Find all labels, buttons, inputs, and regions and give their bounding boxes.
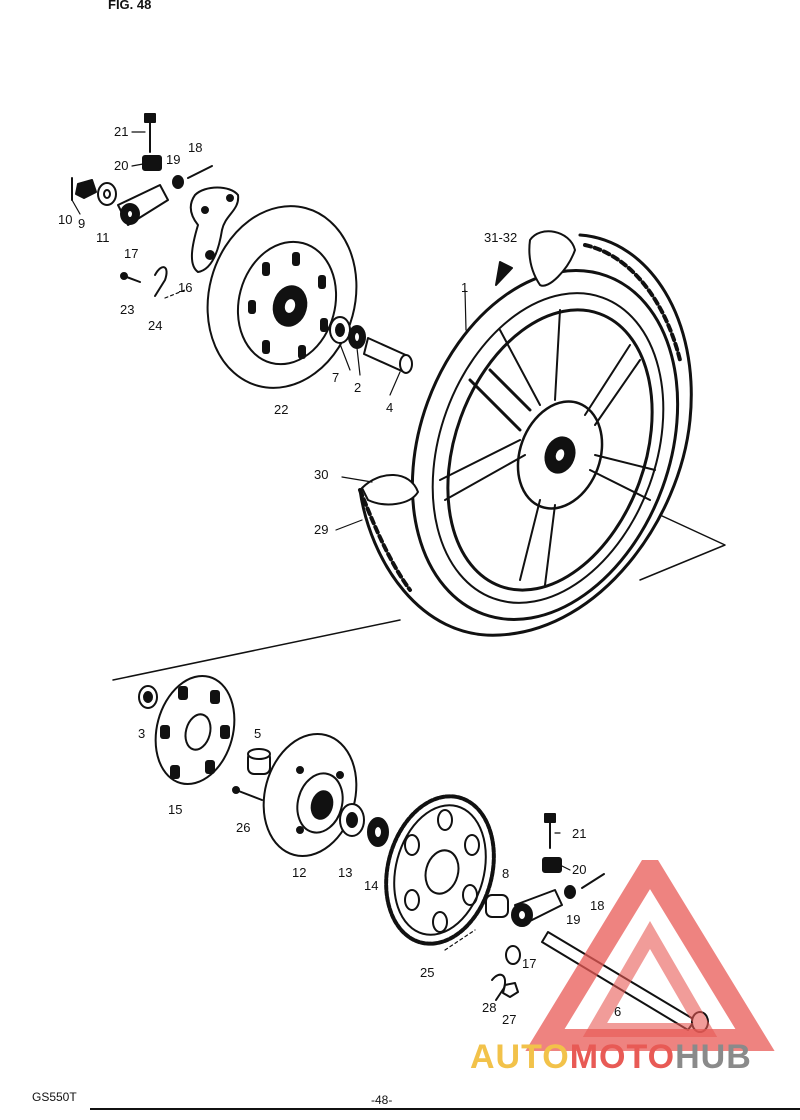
- brake-disc-22: [206, 205, 358, 389]
- nut-20-lower: [542, 857, 562, 873]
- callout-10: 10: [58, 212, 73, 227]
- page-number: -48-: [371, 1093, 393, 1107]
- washer-19-upper: [172, 175, 184, 189]
- callout-8: 8: [502, 866, 510, 881]
- callout-28: 28: [482, 1000, 497, 1015]
- callout-26: 26: [236, 820, 251, 835]
- bolt-21-lower: [544, 813, 556, 849]
- callout-18-lower: 18: [590, 898, 605, 913]
- bolt-26: [232, 786, 263, 801]
- wordmark-part-auto: AUTO: [470, 1038, 570, 1076]
- automotohub-wordmark: AUTOMOTOHUB: [470, 1038, 752, 1077]
- figure-label: FIG. 48: [108, 0, 152, 12]
- callout-6: 6: [614, 1004, 622, 1019]
- leader-lines: [71, 131, 571, 871]
- washer-11: [97, 182, 117, 206]
- wordmark-part-hub: HUB: [675, 1038, 752, 1076]
- callout-24: 24: [148, 318, 163, 333]
- callout-17-lower: 17: [522, 956, 537, 971]
- model-code: GS550T: [32, 1090, 77, 1104]
- callout-3: 3: [138, 726, 146, 741]
- cush-rubber-damper-15: [154, 674, 236, 786]
- callout-7: 7: [332, 370, 340, 385]
- callout-9: 9: [78, 216, 86, 231]
- callout-27: 27: [502, 1012, 517, 1027]
- pin-18-lower: [581, 873, 605, 889]
- caliper-bracket-16: [189, 186, 240, 273]
- callout-12: 12: [292, 865, 307, 880]
- callout-13: 13: [338, 865, 353, 880]
- axle-spacer-4: [363, 337, 413, 374]
- callout-23: 23: [120, 302, 135, 317]
- bolt-23: [120, 272, 141, 283]
- bearing-5: [247, 748, 271, 775]
- callout-19-lower: 19: [566, 912, 581, 927]
- bearing-13: [339, 803, 365, 837]
- callout-14: 14: [364, 878, 379, 893]
- valve-31-32: [495, 261, 513, 286]
- nut-20-upper: [142, 155, 162, 171]
- wordmark-part-moto: MOTO: [569, 1038, 676, 1076]
- inner-tube-30: [361, 230, 576, 506]
- callout-18-upper: 18: [188, 140, 203, 155]
- bolt-21-upper: [144, 113, 156, 153]
- nut-9: [75, 179, 97, 199]
- washer-19-lower: [564, 885, 576, 899]
- washer-3: [138, 685, 158, 709]
- rear-wheel-rim-1: [410, 269, 680, 621]
- callout-5: 5: [254, 726, 262, 741]
- nut-27: [502, 982, 519, 998]
- callout-4: 4: [386, 400, 394, 415]
- callout-25: 25: [420, 965, 435, 980]
- callout-17-upper: 17: [124, 246, 139, 261]
- rear-sprocket-25: [384, 794, 496, 946]
- callout-1: 1: [461, 280, 469, 295]
- callout-15: 15: [168, 802, 183, 817]
- callout-30: 30: [314, 467, 329, 482]
- spacer-8: [485, 894, 509, 918]
- callout-22: 22: [274, 402, 289, 417]
- automotohub-logo-icon: [525, 860, 775, 1051]
- chain-adjuster-17-lower: [511, 889, 563, 927]
- footer-rule: [90, 1108, 800, 1110]
- callout-21-upper: 21: [114, 124, 129, 139]
- callout-2: 2: [354, 380, 362, 395]
- sprocket-drum-12: [262, 732, 358, 858]
- callout-20-lower: 20: [572, 862, 587, 877]
- clip-24: [154, 266, 168, 297]
- seal-2: [348, 325, 366, 349]
- tire-29: [358, 233, 693, 637]
- callout-16: 16: [178, 280, 193, 295]
- callout-31-32: 31-32: [484, 230, 518, 245]
- pin-18-upper: [187, 165, 213, 179]
- callout-20-upper: 20: [114, 158, 129, 173]
- seal-14: [367, 817, 389, 847]
- callout-21-lower: 21: [572, 826, 587, 841]
- callout-19-upper: 19: [166, 152, 181, 167]
- bearing-7: [329, 316, 351, 344]
- chain-adjuster-17-upper: [117, 184, 169, 226]
- callout-11: 11: [96, 230, 110, 245]
- callout-29: 29: [314, 522, 329, 537]
